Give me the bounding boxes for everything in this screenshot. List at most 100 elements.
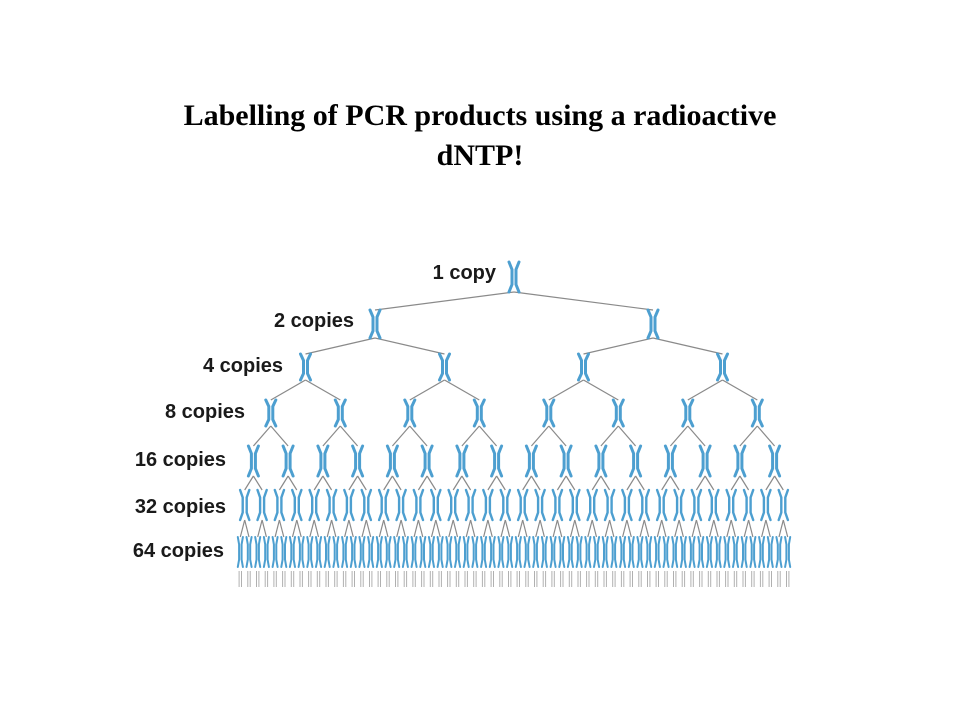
branch-line bbox=[278, 475, 289, 491]
dna-strand-pair bbox=[349, 536, 357, 568]
dna-strand-pair bbox=[377, 488, 390, 522]
branch-line bbox=[435, 519, 441, 538]
dna-strand-pair bbox=[629, 444, 643, 478]
dna-strand bbox=[514, 260, 521, 294]
dna-strand bbox=[611, 398, 618, 428]
branch-line bbox=[296, 519, 302, 538]
dna-strand-pair bbox=[360, 488, 373, 522]
dna-strand bbox=[271, 398, 278, 428]
branch-line bbox=[635, 475, 645, 491]
dna-strand bbox=[688, 536, 692, 568]
dna-strand-pair bbox=[403, 398, 417, 428]
dna-strand bbox=[420, 444, 427, 478]
dna-strand-pair bbox=[499, 488, 512, 522]
branch-line bbox=[504, 519, 511, 538]
dna-strand bbox=[640, 536, 644, 568]
dna-strand bbox=[575, 536, 579, 568]
dna-strand bbox=[601, 536, 605, 568]
dna-strand-pair bbox=[358, 536, 366, 568]
branch-line bbox=[583, 379, 619, 401]
dna-strand bbox=[246, 444, 253, 478]
dna-strand bbox=[758, 536, 762, 568]
dna-strand bbox=[297, 536, 301, 568]
dna-strand bbox=[236, 536, 241, 568]
dna-strand bbox=[349, 488, 355, 522]
dna-strand bbox=[570, 536, 574, 568]
dna-strand bbox=[375, 308, 382, 340]
branch-line bbox=[500, 519, 506, 538]
dna-strand bbox=[423, 536, 427, 568]
dna-strand-pair bbox=[662, 536, 670, 568]
dna-strand-pair bbox=[464, 488, 477, 522]
dna-strand bbox=[275, 536, 279, 568]
dna-strand bbox=[757, 398, 764, 428]
dna-strand bbox=[466, 536, 470, 568]
branch-line bbox=[556, 475, 567, 491]
branch-line bbox=[452, 519, 459, 538]
dna-strand bbox=[681, 398, 688, 428]
dna-strand bbox=[238, 488, 244, 522]
branch-line bbox=[465, 519, 472, 538]
dna-strand bbox=[499, 488, 505, 522]
dna-strand bbox=[753, 536, 757, 568]
dna-strand bbox=[770, 536, 774, 568]
dna-strand-pair bbox=[601, 536, 609, 568]
branch-line bbox=[244, 475, 254, 491]
dna-strand bbox=[629, 444, 636, 478]
dna-strand-pair bbox=[758, 536, 766, 568]
dna-strand-pair bbox=[306, 536, 314, 568]
dna-strand-pair bbox=[619, 536, 627, 568]
branch-line bbox=[322, 475, 333, 491]
dna-strand bbox=[430, 488, 435, 522]
dna-strand bbox=[749, 488, 755, 522]
dna-strand bbox=[316, 444, 323, 478]
dna-strand-pair bbox=[714, 536, 722, 568]
branch-line bbox=[661, 519, 667, 538]
dna-strand bbox=[488, 536, 493, 568]
dna-strand bbox=[367, 488, 373, 522]
dna-strand-pair bbox=[367, 536, 375, 568]
dna-strand bbox=[401, 536, 406, 568]
dna-strand-pair bbox=[627, 536, 635, 568]
dna-strand bbox=[288, 444, 295, 478]
dna-strand-pair bbox=[768, 444, 782, 478]
dna-strand bbox=[455, 444, 462, 478]
dna-strand bbox=[462, 444, 469, 478]
dna-strand-pair bbox=[655, 488, 668, 522]
dna-strand bbox=[301, 536, 305, 568]
dna-strand bbox=[732, 488, 737, 522]
branch-line bbox=[726, 519, 732, 538]
dna-strand bbox=[479, 398, 486, 428]
branch-line bbox=[565, 475, 576, 491]
dna-strand-pair bbox=[438, 352, 451, 382]
dna-strand bbox=[627, 536, 632, 568]
dna-strand bbox=[471, 488, 477, 522]
dna-strand bbox=[340, 398, 347, 428]
branch-line bbox=[383, 475, 393, 491]
level-label-6: 32 copies bbox=[135, 496, 226, 518]
dna-strand-pair bbox=[732, 536, 740, 568]
dna-strand bbox=[575, 488, 581, 522]
dna-strand bbox=[638, 488, 644, 522]
dna-strand bbox=[395, 488, 401, 522]
branch-line bbox=[461, 475, 472, 491]
branch-line bbox=[322, 425, 341, 447]
dna-strand bbox=[566, 444, 573, 478]
dna-strand bbox=[419, 488, 425, 522]
dna-strand bbox=[523, 488, 529, 522]
branch-line bbox=[643, 519, 650, 538]
dna-strand bbox=[306, 536, 310, 568]
dna-strand-pair bbox=[297, 536, 305, 568]
dna-strand-pair bbox=[368, 308, 382, 340]
dna-strand bbox=[419, 536, 423, 568]
dna-strand bbox=[256, 488, 262, 522]
dna-strand-pair bbox=[472, 398, 486, 428]
dna-strand-pair bbox=[775, 536, 783, 568]
branch-line bbox=[748, 519, 754, 538]
dna-strand-pair bbox=[385, 444, 399, 478]
dna-strand bbox=[271, 536, 275, 568]
dna-strand bbox=[501, 536, 505, 568]
dna-strand bbox=[449, 536, 453, 568]
dna-strand bbox=[622, 536, 627, 568]
branch-line bbox=[778, 519, 784, 538]
